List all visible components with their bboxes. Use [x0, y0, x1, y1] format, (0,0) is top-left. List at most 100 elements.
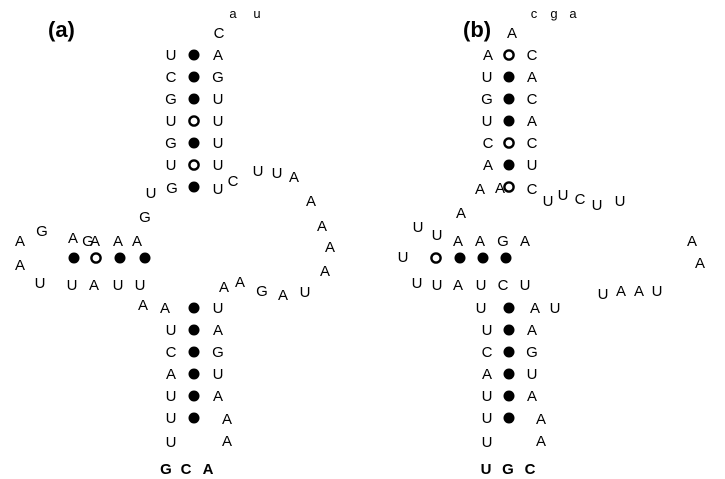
nucleotide: U	[432, 227, 443, 244]
wobble-pair-circle	[430, 252, 442, 264]
nucleotide: U	[113, 277, 124, 294]
nucleotide: C	[527, 181, 538, 198]
nucleotide: A	[507, 25, 517, 42]
nucleotide: U	[272, 165, 283, 182]
nucleotide: U	[481, 461, 492, 478]
nucleotide: U	[166, 157, 177, 174]
nucleotide: U	[543, 193, 554, 210]
panel-label: (b)	[463, 17, 491, 42]
nucleotide: U	[482, 69, 493, 86]
wobble-pair-circle	[90, 252, 102, 264]
nucleotide: A	[527, 69, 537, 86]
nucleotide: A	[687, 233, 697, 250]
watson-crick-pair-dot	[503, 71, 515, 83]
watson-crick-pair-dot	[188, 181, 200, 193]
nucleotide: A	[475, 233, 485, 250]
nucleotide: c	[531, 6, 538, 21]
watson-crick-pair-dot	[188, 412, 200, 424]
nucleotide: U	[520, 277, 531, 294]
nucleotide: G	[526, 344, 538, 361]
nucleotide: U	[550, 300, 561, 317]
nucleotide: C	[527, 135, 538, 152]
watson-crick-pair-dot	[503, 324, 515, 336]
nucleotide: G	[160, 461, 172, 478]
nucleotide: A	[306, 193, 316, 210]
nucleotide: U	[166, 388, 177, 405]
nucleotide: G	[212, 344, 224, 361]
nucleotide: a	[229, 6, 237, 21]
watson-crick-pair-dot	[503, 368, 515, 380]
nucleotide: G	[502, 461, 514, 478]
nucleotide: G	[212, 69, 224, 86]
nucleotide: U	[412, 275, 423, 292]
nucleotide: U	[482, 434, 493, 451]
nucleotide: U	[213, 181, 224, 198]
nucleotide: C	[482, 344, 493, 361]
watson-crick-pair-dot	[503, 390, 515, 402]
nucleotide: A	[527, 388, 537, 405]
nucleotide: U	[135, 277, 146, 294]
nucleotide: U	[146, 185, 157, 202]
nucleotide: U	[482, 410, 493, 427]
nucleotide: U	[598, 286, 609, 303]
nucleotide: U	[213, 135, 224, 152]
nucleotide: A	[530, 300, 540, 317]
nucleotide: A	[289, 169, 299, 186]
nucleotide: A	[15, 257, 25, 274]
nucleotide: U	[482, 388, 493, 405]
watson-crick-pair-dot	[188, 49, 200, 61]
watson-crick-pair-dot	[188, 346, 200, 358]
nucleotide: C	[527, 47, 538, 64]
watson-crick-pair-dot	[188, 324, 200, 336]
nucleotide: C	[525, 461, 536, 478]
nucleotide: A	[527, 322, 537, 339]
nucleotide: g	[550, 6, 557, 21]
nucleotide: A	[113, 233, 123, 250]
nucleotide: C	[498, 277, 509, 294]
nucleotide: U	[166, 47, 177, 64]
nucleotide: U	[432, 277, 443, 294]
nucleotide: G	[165, 135, 177, 152]
watson-crick-pair-dot	[503, 159, 515, 171]
watson-crick-pair-dot	[188, 137, 200, 149]
nucleotide: A	[235, 274, 245, 291]
nucleotide: C	[166, 69, 177, 86]
nucleotide: G	[256, 283, 268, 300]
nucleotide: A	[222, 411, 232, 428]
nucleotide: A	[475, 181, 485, 198]
watson-crick-pair-dot	[503, 412, 515, 424]
nucleotide: U	[527, 366, 538, 383]
nucleotide: G	[166, 180, 178, 197]
nucleotide: C	[181, 461, 192, 478]
nucleotide: C	[527, 91, 538, 108]
nucleotide: U	[482, 113, 493, 130]
nucleotide: U	[652, 283, 663, 300]
wobble-pair-circle	[503, 49, 515, 61]
nucleotide: A	[317, 218, 327, 235]
nucleotide: A	[483, 47, 493, 64]
wobble-pair-circle	[503, 181, 515, 193]
watson-crick-pair-dot	[503, 93, 515, 105]
nucleotide: A	[616, 283, 626, 300]
watson-crick-pair-dot	[114, 252, 126, 264]
nucleotide: U	[482, 322, 493, 339]
nucleotide: u	[253, 6, 260, 21]
nucleotide: A	[695, 255, 705, 272]
nucleotide: U	[592, 197, 603, 214]
nucleotide: A	[495, 180, 505, 197]
wobble-pair-circle	[188, 159, 200, 171]
nucleotide: U	[413, 219, 424, 236]
nucleotide: U	[476, 277, 487, 294]
nucleotide: A	[527, 113, 537, 130]
nucleotide: U	[67, 277, 78, 294]
watson-crick-pair-dot	[68, 252, 80, 264]
nucleotide: A	[482, 366, 492, 383]
nucleotide: A	[132, 233, 142, 250]
nucleotide: A	[90, 233, 100, 250]
nucleotide: A	[456, 205, 466, 222]
nucleotide: A	[453, 233, 463, 250]
nucleotide: A	[213, 388, 223, 405]
nucleotide: C	[483, 135, 494, 152]
nucleotide: A	[203, 461, 214, 478]
